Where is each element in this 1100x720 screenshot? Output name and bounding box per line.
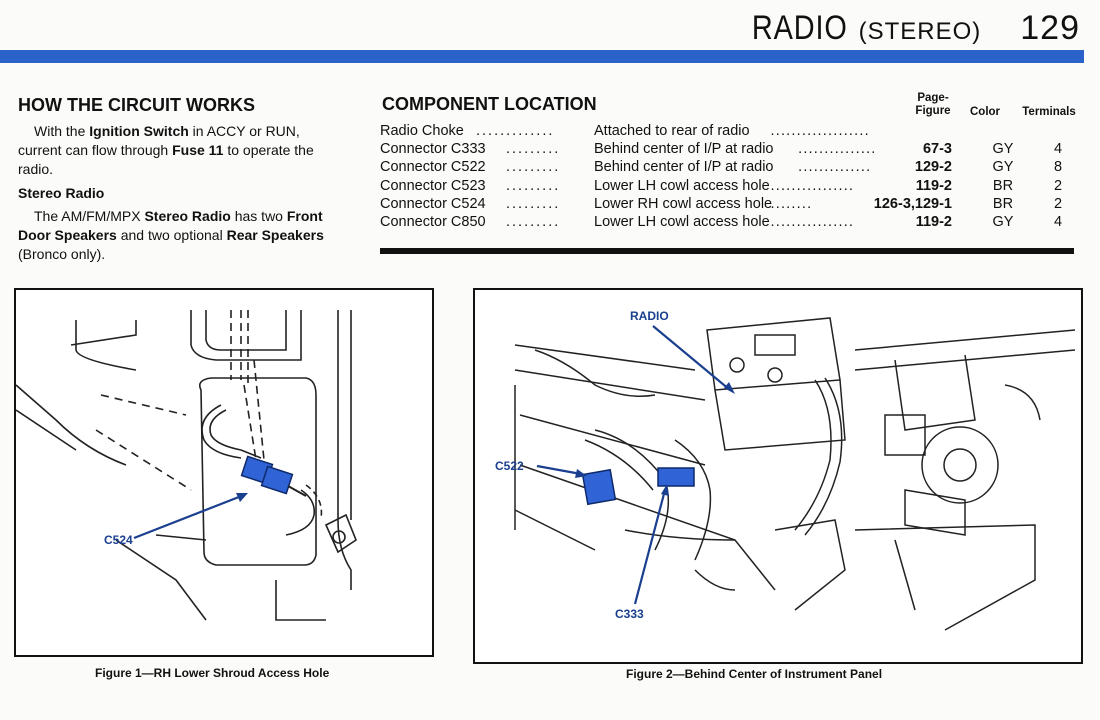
radio-callout: RADIO: [630, 309, 669, 323]
component-terminals: 8: [1053, 159, 1063, 176]
table-rule: [380, 248, 1074, 254]
figure-1-caption: Figure 1—RH Lower Shroud Access Hole: [95, 666, 330, 680]
component-terminals: 4: [1053, 214, 1063, 230]
component-location-dots: ................: [770, 214, 855, 230]
component-location: Behind center of I/P at radio: [594, 159, 774, 176]
component-location-dots: ................: [770, 177, 855, 194]
c524-callout: C524: [104, 533, 133, 547]
component-terminals: 2: [1053, 177, 1063, 194]
component-color: GY: [992, 214, 1014, 230]
page-number: 129: [1020, 9, 1080, 47]
header-rule: [0, 50, 1084, 63]
component-name: Connector C524: [380, 195, 486, 212]
component-name-dots: .........: [506, 214, 561, 230]
component-heading: COMPONENT LOCATION: [382, 94, 597, 114]
figure-2-illustration: RADIO C522 C333: [495, 309, 1076, 631]
c522-callout: C522: [495, 459, 524, 473]
component-name-dots: .........: [506, 195, 561, 212]
component-name: Connector C523: [380, 177, 486, 194]
component-location-dots: ........: [770, 195, 813, 212]
figure-1-illustration: C524: [15, 310, 357, 621]
page-header: RADIO (STEREO) 129: [735, 6, 1080, 48]
component-page-figure: 126-3,129-1: [873, 195, 952, 212]
c333-arrowhead: [661, 484, 669, 496]
component-name: Radio Choke: [380, 123, 464, 139]
component-color: BR: [992, 177, 1014, 194]
component-name-dots: .........: [506, 159, 561, 176]
component-page-figure: 67-3: [922, 141, 952, 158]
component-page-figure: 119-2: [915, 177, 952, 194]
col-terminals: Terminals: [1022, 106, 1076, 118]
component-name: Connector C850: [380, 214, 486, 230]
figure-2-caption: Figure 2—Behind Center of Instrument Pan…: [626, 667, 883, 681]
c524-arrowhead: [236, 493, 248, 502]
component-name-dots: .........: [506, 141, 561, 158]
component-location: Lower LH cowl access hole: [594, 177, 770, 194]
c333-callout: C333: [615, 607, 644, 621]
component-location: Lower LH cowl access hole: [594, 214, 770, 230]
col-page-figure: Page-Figure: [915, 92, 951, 117]
component-name: Connector C333: [380, 141, 486, 158]
component-name: Connector C522: [380, 159, 486, 176]
c333-connector: [657, 467, 695, 487]
component-color: GY: [992, 159, 1014, 176]
component-location: Attached to rear of radio: [594, 123, 750, 139]
c333-leader: [633, 489, 667, 605]
circuit-paragraph: With the Ignition Switch in ACCY or RUN,…: [18, 123, 314, 177]
figure-1-box: C524: [14, 288, 434, 657]
c522-leader: [536, 464, 582, 476]
c524-leader: [133, 493, 245, 540]
page-title: RADIO: [751, 9, 848, 47]
stereo-subheading: Stereo Radio: [18, 185, 105, 201]
col-color: Color: [969, 106, 1001, 118]
stereo-paragraph: The AM/FM/MPX Stereo Radio has two Front…: [18, 208, 324, 262]
component-terminals: 4: [1053, 141, 1063, 158]
figure-2-box: RADIO C522 C333: [473, 288, 1083, 664]
component-location-dots: ...................: [770, 123, 870, 139]
component-page-figure: 129-2: [914, 159, 952, 176]
component-location: Lower RH cowl access hole: [594, 195, 773, 212]
radio-leader: [652, 325, 731, 391]
component-name-dots: .........: [506, 177, 561, 194]
component-page-figure: 119-2: [915, 214, 952, 230]
page-subtitle: (STEREO): [858, 18, 982, 45]
component-location: Behind center of I/P at radio: [594, 141, 774, 158]
component-color: BR: [992, 195, 1014, 212]
component-terminals: 2: [1053, 195, 1063, 212]
component-location-dots: ...............: [798, 141, 877, 158]
c522-arrowhead: [575, 469, 587, 478]
circuit-heading: HOW THE CIRCUIT WORKS: [18, 95, 255, 115]
radio-arrowhead: [724, 382, 735, 394]
component-name-dots: .............: [476, 123, 555, 139]
component-location-dots: ..............: [798, 159, 872, 176]
component-color: GY: [992, 141, 1014, 158]
c524-connector: [240, 455, 307, 497]
c522-connector: [581, 468, 617, 506]
